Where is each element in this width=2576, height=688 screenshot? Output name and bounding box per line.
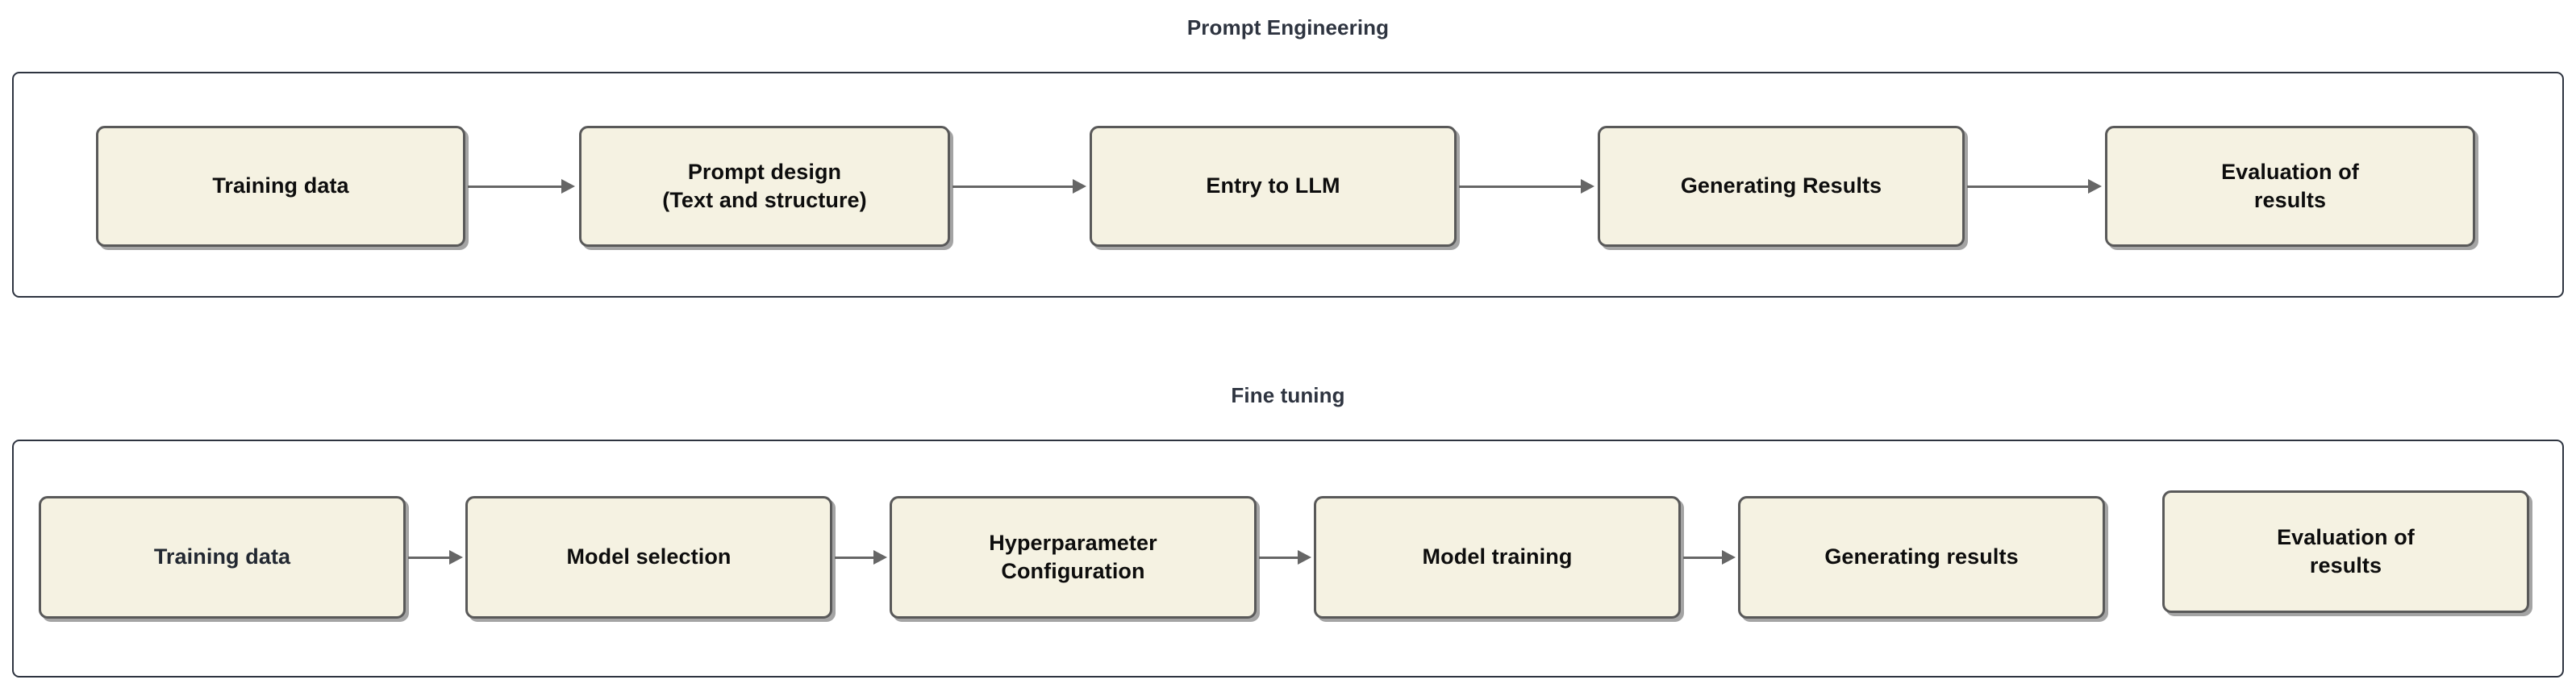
section-title-fine-tuning: Fine tuning xyxy=(1231,383,1345,407)
node-model-training[interactable]: Model training xyxy=(1314,496,1681,619)
arrow-head-icon xyxy=(1581,179,1594,194)
node-label: Generating results xyxy=(1824,544,2019,569)
node-entry-to-llm[interactable]: Entry to LLM xyxy=(1090,126,1457,247)
node-label: Prompt design (Text and structure) xyxy=(662,159,867,212)
section-frame-fine-tuning xyxy=(12,440,2564,678)
arrow-model-training-to-generating-results xyxy=(1683,550,1736,565)
arrow-head-icon xyxy=(873,550,887,565)
arrow-training-data-to-model-selection xyxy=(408,550,463,565)
node-generating-results[interactable]: Generating results xyxy=(1738,496,2105,619)
node-label: Generating Results xyxy=(1680,173,1882,198)
arrow-shaft xyxy=(1459,185,1582,188)
node-generating-results[interactable]: Generating Results xyxy=(1598,126,1965,247)
arrow-training-data-to-prompt-design xyxy=(468,179,575,194)
arrow-head-icon xyxy=(449,550,463,565)
arrow-prompt-design-to-entry-to-llm xyxy=(952,179,1086,194)
node-label: Evaluation of results xyxy=(2277,524,2415,578)
node-evaluation-of-results[interactable]: Evaluation of results xyxy=(2162,490,2529,613)
node-training-data[interactable]: Training data xyxy=(39,496,406,619)
node-label: Hyperparameter Configuration xyxy=(989,530,1157,583)
node-label: Training data xyxy=(212,173,349,198)
arrow-hyperparameter-to-model-training xyxy=(1259,550,1311,565)
node-label: Training data xyxy=(153,544,291,569)
arrow-head-icon xyxy=(2088,179,2102,194)
node-training-data[interactable]: Training data xyxy=(96,126,465,247)
arrow-head-icon xyxy=(561,179,575,194)
arrow-shaft xyxy=(1967,185,2089,188)
node-evaluation-of-results[interactable]: Evaluation of results xyxy=(2105,126,2475,247)
node-label: Evaluation of results xyxy=(2221,159,2359,212)
arrow-shaft xyxy=(1683,556,1723,559)
node-model-selection[interactable]: Model selection xyxy=(465,496,832,619)
arrow-head-icon xyxy=(1073,179,1086,194)
arrow-head-icon xyxy=(1298,550,1311,565)
arrow-entry-to-llm-to-generating-results xyxy=(1459,179,1594,194)
arrow-generating-results-to-evaluation xyxy=(1967,179,2102,194)
arrow-model-selection-to-hyperparameter xyxy=(835,550,887,565)
arrow-shaft xyxy=(835,556,874,559)
arrow-shaft xyxy=(952,185,1073,188)
arrow-head-icon xyxy=(1722,550,1736,565)
arrow-shaft xyxy=(1259,556,1298,559)
node-hyperparameter-configuration[interactable]: Hyperparameter Configuration xyxy=(890,496,1257,619)
node-label: Model selection xyxy=(566,544,732,569)
section-title-prompt-engineering: Prompt Engineering xyxy=(1186,15,1390,40)
node-label: Model training xyxy=(1422,544,1573,569)
node-label: Entry to LLM xyxy=(1206,173,1340,198)
node-prompt-design[interactable]: Prompt design (Text and structure) xyxy=(579,126,950,247)
arrow-shaft xyxy=(408,556,450,559)
arrow-shaft xyxy=(468,185,562,188)
